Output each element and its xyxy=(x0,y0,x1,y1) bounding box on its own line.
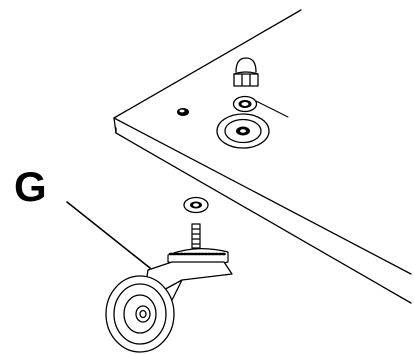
threaded-stem xyxy=(191,223,201,249)
pilot-hole xyxy=(177,108,189,116)
callout-leader-line xyxy=(66,201,151,269)
caster-wheel xyxy=(105,275,175,353)
callout-label-g: G xyxy=(14,163,47,210)
lock-washer xyxy=(232,95,258,113)
caster-washer xyxy=(183,196,209,214)
table-panel xyxy=(113,9,412,304)
mounting-hole xyxy=(216,113,270,149)
leader-line-washer xyxy=(255,100,289,118)
cap-nut-icon xyxy=(233,57,259,87)
